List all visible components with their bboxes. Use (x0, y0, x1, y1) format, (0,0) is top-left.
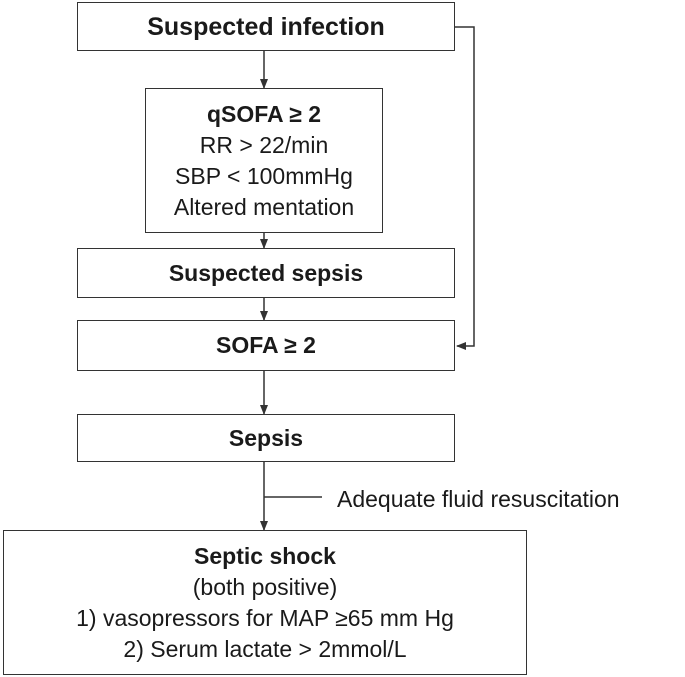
sofa-label: SOFA ≥ 2 (216, 332, 316, 358)
septic-shock-title: Septic shock (194, 542, 336, 569)
sepsis-box: Sepsis (77, 414, 455, 462)
qsofa-criterion-sbp: SBP < 100mmHg (175, 162, 353, 189)
suspected-sepsis-label: Suspected sepsis (168, 259, 364, 286)
septic-shock-subtitle: (both positive) (192, 573, 338, 600)
septic-shock-criterion-vasopressors: 1) vasopressors for MAP ≥65 mm Hg (76, 604, 454, 631)
septic-shock-criterion-lactate: 2) Serum lactate > 2mmol/L (123, 635, 407, 662)
qsofa-criterion-mentation: Altered mentation (173, 193, 355, 220)
fluid-resuscitation-label: Adequate fluid resuscitation (337, 486, 620, 512)
arrow-infection-to-sofa-bypass (455, 26, 475, 350)
qsofa-title: qSOFA ≥ 2 (206, 100, 321, 127)
qsofa-box: qSOFA ≥ 2 RR > 22/min SBP < 100mmHg Alte… (145, 88, 383, 233)
septic-shock-box: Septic shock (both positive) 1) vasopres… (3, 530, 527, 675)
suspected-infection-label: Suspected infection (147, 12, 385, 41)
suspected-sepsis-box: Suspected sepsis (77, 248, 455, 298)
sofa-box: SOFA ≥ 2 (77, 320, 455, 371)
suspected-infection-box: Suspected infection (77, 2, 455, 51)
sepsis-label: Sepsis (228, 424, 304, 451)
qsofa-criterion-rr: RR > 22/min (199, 131, 329, 158)
